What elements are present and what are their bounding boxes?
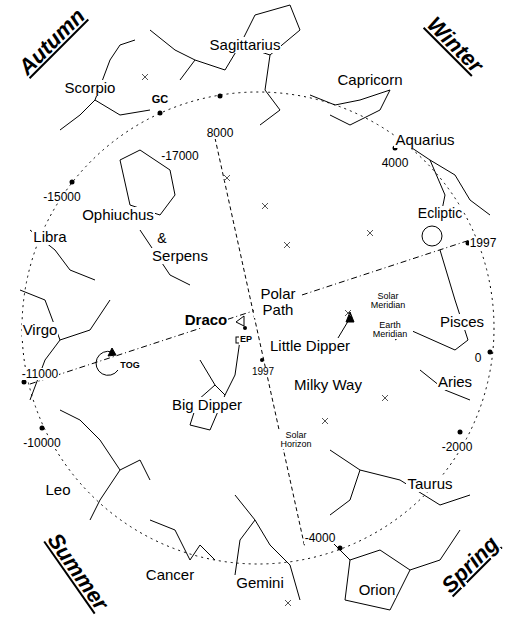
sky-label: Solar Horizon [273, 431, 319, 450]
sky-label: Milky Way [293, 377, 363, 393]
sky-label: Ecliptic [417, 206, 463, 221]
sky-label: & [156, 231, 167, 246]
milky-way-crosses [142, 74, 388, 606]
sky-label: Solar Meridian [365, 292, 411, 311]
season-label: Summer [43, 528, 114, 615]
sky-label: 8000 [206, 127, 235, 140]
sky-label: Pisces [439, 314, 485, 330]
sky-label: -10000 [22, 437, 61, 450]
sky-label: Polar Path [254, 286, 302, 318]
constellation-lines [20, 5, 490, 610]
sky-label: Earth Meridian [367, 321, 413, 340]
sky-label: Capricorn [336, 72, 403, 88]
sky-label: Draco [184, 312, 229, 328]
sky-label: -2000 [441, 441, 474, 454]
sky-label: Sagittarius [209, 37, 282, 53]
sky-label: Scorpio [64, 80, 117, 96]
sky-label: Cancer [145, 567, 195, 583]
sky-label: Serpens [151, 248, 209, 264]
sky-label: Gemini [235, 575, 285, 591]
sky-label: 0 [474, 352, 483, 365]
draco-mark [236, 316, 244, 326]
sky-label: 1997 [251, 367, 275, 378]
sky-label: -11000 [21, 368, 59, 381]
sky-label: Virgo [22, 322, 59, 338]
sky-label: GC [151, 94, 170, 106]
sky-label: 1997 [469, 237, 498, 250]
ecliptic-circle [22, 92, 494, 564]
sky-label: EP [239, 335, 253, 344]
sky-label: Aquarius [394, 132, 455, 148]
sky-label: Leo [44, 482, 71, 498]
sky-label: -15000 [42, 191, 81, 204]
sky-label: Big Dipper [171, 397, 243, 413]
season-label: Autumn [14, 4, 91, 81]
sky-label: -17000 [160, 150, 199, 163]
sky-label: TOG [119, 361, 140, 370]
sky-label: Orion [358, 582, 397, 598]
season-label: Spring [436, 531, 503, 598]
pisces-ring [422, 226, 442, 246]
sky-label: Libra [32, 229, 67, 245]
arrow-head [108, 348, 116, 356]
sky-label: Ophiuchus [81, 207, 155, 223]
sky-label: Aries [437, 374, 473, 390]
sky-label: Taurus [406, 476, 453, 492]
sky-label: -4000 [304, 532, 337, 545]
solar-meridian-line [30, 240, 470, 384]
date-dots [22, 94, 493, 551]
sky-label: Little Dipper [269, 338, 351, 354]
season-label: Winter [422, 12, 488, 78]
sky-label: 4000 [381, 157, 410, 170]
